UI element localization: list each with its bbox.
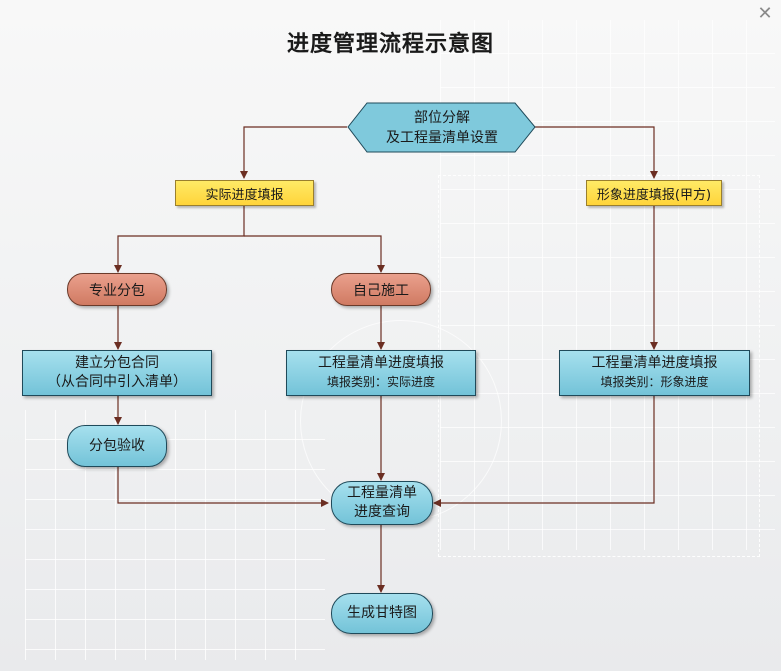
node-actual-fill[interactable]: 工程量清单进度填报 填报类别：实际进度 [286, 350, 476, 396]
node-query[interactable]: 工程量清单 进度查询 [331, 481, 433, 525]
connector-actual-report-to-subcontract [114, 206, 245, 273]
connector-acceptance-to-query [117, 467, 329, 507]
node-visual-fill-line2: 填报类别：形象进度 [600, 375, 709, 389]
node-acceptance-label: 分包验收 [89, 437, 145, 454]
node-subcontract-label: 专业分包 [89, 282, 145, 299]
close-icon[interactable]: ✕ [757, 3, 773, 24]
node-actual-report-label: 实际进度填报 [205, 187, 284, 203]
node-contract[interactable]: 建立分包合同 （从合同中引入清单） [22, 350, 212, 396]
node-actual-report[interactable]: 实际进度填报 [175, 180, 314, 206]
node-visual-report-label: 形象进度填报(甲方) [596, 187, 712, 203]
node-contract-line2: （从合同中引入清单） [47, 374, 187, 390]
node-actual-fill-line1: 工程量清单进度填报 [318, 355, 444, 371]
node-query-line2: 进度查询 [354, 504, 410, 520]
node-acceptance[interactable]: 分包验收 [67, 425, 167, 467]
node-visual-fill-line1: 工程量清单进度填报 [591, 355, 718, 371]
node-gantt-label: 生成甘特图 [347, 605, 417, 621]
node-start-line1: 部位分解 [414, 109, 470, 126]
node-gantt[interactable]: 生成甘特图 [331, 593, 433, 634]
node-actual-fill-line2: 填报类别：实际进度 [326, 375, 435, 389]
node-start-hexagon[interactable]: 部位分解 及工程量清单设置 [347, 102, 537, 153]
connector-start-to-actual-report [240, 126, 347, 179]
connector-actual-report-to-self-build [244, 235, 385, 273]
node-visual-fill[interactable]: 工程量清单进度填报 填报类别：形象进度 [559, 350, 750, 396]
node-self-build[interactable]: 自己施工 [331, 273, 431, 306]
page-title: 进度管理流程示意图 [286, 32, 494, 57]
node-visual-report[interactable]: 形象进度填报(甲方) [586, 180, 722, 206]
node-query-line1: 工程量清单 [347, 485, 417, 501]
connector-start-to-visual-report [535, 126, 658, 179]
hexagon-shape [347, 102, 536, 153]
node-subcontract[interactable]: 专业分包 [67, 273, 167, 306]
connector-visual-fill-to-query [433, 396, 655, 507]
node-start-line2: 及工程量清单设置 [386, 129, 498, 146]
node-self-build-label: 自己施工 [353, 282, 409, 299]
node-contract-line1: 建立分包合同 [75, 355, 159, 371]
